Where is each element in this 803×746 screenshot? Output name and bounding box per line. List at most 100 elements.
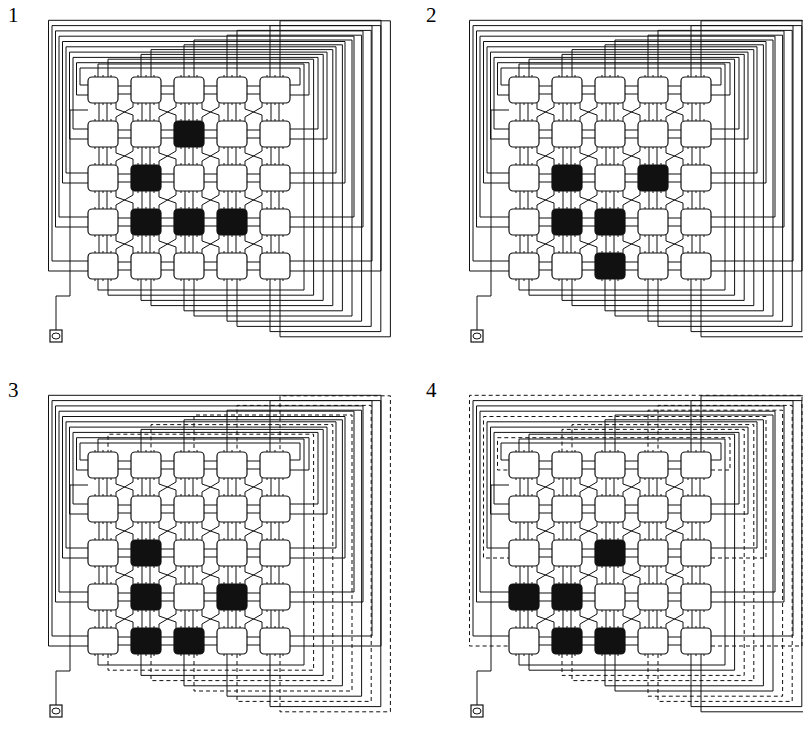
wire — [204, 94, 217, 95]
wire — [247, 218, 260, 219]
chip-pin — [704, 147, 705, 149]
chip-pin — [283, 478, 284, 480]
wire — [271, 522, 272, 540]
wire — [280, 21, 390, 337]
chip-body — [552, 540, 582, 566]
chip-body — [88, 496, 118, 522]
chip-pin — [524, 654, 525, 656]
chip-pin — [240, 478, 241, 480]
wire — [99, 147, 100, 165]
chip-pin — [138, 538, 139, 540]
chip-pin — [610, 103, 611, 105]
chip-pin — [103, 235, 104, 237]
chip-body — [552, 628, 582, 654]
chip-pin — [197, 119, 198, 121]
chip-pin — [559, 119, 560, 121]
chip-pin — [103, 566, 104, 568]
chip-body — [217, 209, 247, 235]
chip-pin — [645, 494, 646, 496]
chip-pin — [189, 163, 190, 165]
wire — [658, 30, 792, 326]
chip-pin — [602, 582, 603, 584]
chip-pin — [146, 610, 147, 612]
wire — [666, 566, 683, 584]
chip-pin — [95, 538, 96, 540]
wire — [623, 191, 640, 209]
chip-pin — [704, 279, 705, 281]
chip-pin — [197, 654, 198, 656]
wire — [118, 637, 131, 638]
wire — [116, 522, 133, 540]
wire — [539, 94, 552, 95]
wire — [202, 522, 219, 540]
wire — [614, 103, 615, 121]
chip-pin — [103, 147, 104, 149]
wire — [161, 218, 174, 219]
chip-pin — [189, 103, 190, 105]
chip-pin — [189, 478, 190, 480]
wire — [614, 522, 615, 540]
chip-pin — [283, 235, 284, 237]
chip-body — [638, 628, 668, 654]
wire — [571, 191, 572, 209]
chip — [174, 207, 204, 237]
wire — [470, 395, 803, 646]
chip-pin — [146, 478, 147, 480]
wire — [606, 522, 607, 540]
wire — [657, 610, 658, 628]
wire — [193, 478, 194, 496]
wire — [580, 147, 597, 165]
wire — [193, 610, 194, 628]
chip-pin — [618, 103, 619, 105]
chip — [509, 538, 539, 568]
wire — [477, 110, 509, 330]
chip-pin — [283, 582, 284, 584]
wire — [185, 103, 186, 121]
wire — [202, 610, 219, 628]
wire — [537, 235, 554, 253]
chip — [638, 75, 668, 105]
wire — [700, 235, 701, 253]
chip-body — [88, 540, 118, 566]
wire — [571, 610, 572, 628]
wire — [563, 566, 564, 584]
wire — [649, 235, 650, 253]
wire — [237, 30, 371, 326]
chip-pin — [181, 75, 182, 77]
chip-pin — [645, 538, 646, 540]
chip-pin — [610, 251, 611, 253]
chip-pin — [516, 566, 517, 568]
clock-symbol — [50, 330, 62, 342]
wire — [668, 226, 681, 227]
chip-body — [260, 628, 290, 654]
wire — [700, 566, 701, 584]
chip-pin — [197, 147, 198, 149]
chip-pin — [232, 279, 233, 281]
chip-body — [638, 77, 668, 103]
wire — [161, 138, 174, 139]
chip-pin — [618, 251, 619, 253]
wire — [118, 130, 131, 131]
chip — [88, 207, 118, 237]
chip-pin — [602, 494, 603, 496]
chip-pin — [575, 191, 576, 193]
wire — [520, 478, 521, 496]
wire — [539, 645, 552, 646]
chip-body — [509, 540, 539, 566]
chip-pin — [653, 610, 654, 612]
chip-pin — [197, 279, 198, 281]
wire — [202, 235, 219, 253]
chip-body — [174, 209, 204, 235]
wire — [271, 235, 272, 253]
chip-pin — [181, 478, 182, 480]
chip-pin — [275, 279, 276, 281]
chip-pin — [267, 163, 268, 165]
wire — [615, 40, 773, 316]
wire — [142, 566, 143, 584]
chip-pin — [610, 207, 611, 209]
chip-pin — [602, 654, 603, 656]
wire — [185, 235, 186, 253]
chip-pin — [111, 610, 112, 612]
chip — [174, 582, 204, 612]
chip-pin — [275, 654, 276, 656]
